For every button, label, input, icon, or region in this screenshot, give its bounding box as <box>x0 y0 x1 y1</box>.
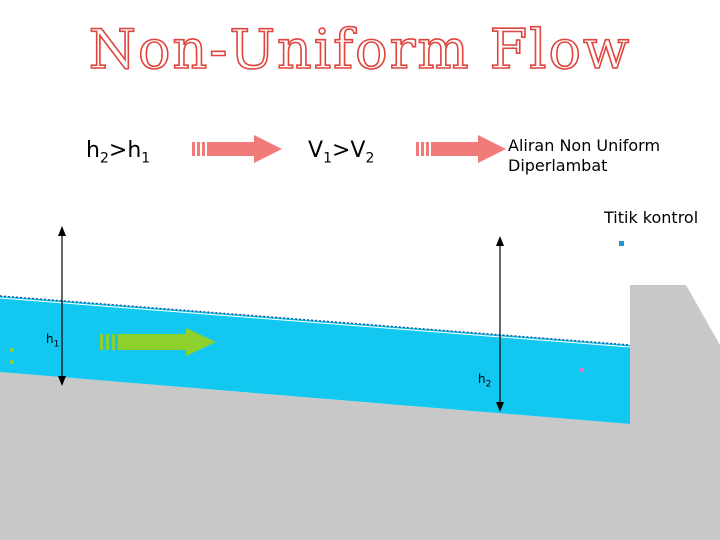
depth-comparison-right: h <box>127 138 142 163</box>
depth-comparison-operator: > <box>108 138 128 163</box>
depth-label-2-sub: 2 <box>485 379 492 390</box>
velocity-comparison-right: V <box>350 138 366 163</box>
flow-type-line-1: Aliran Non Uniform <box>508 136 661 155</box>
dot <box>10 348 14 352</box>
velocity-comparison: V1>V2 <box>308 138 374 166</box>
depth-marker-2-bottom-arrow <box>496 402 504 412</box>
arrow-right-icon <box>192 135 282 163</box>
control-structure <box>630 285 720 540</box>
velocity-comparison-operator: > <box>331 138 351 163</box>
page-title: Non-Uniform Flow <box>88 17 632 82</box>
depth-marker-1-bottom-arrow <box>58 376 66 386</box>
velocity-comparison-left-sub: 1 <box>323 150 332 167</box>
depth-comparison: h2>h1 <box>86 138 150 166</box>
dot <box>580 368 584 372</box>
flow-type-result: Aliran Non Uniform Diperlambat <box>508 136 660 176</box>
water-body <box>0 296 630 424</box>
depth-label-1-base: h <box>46 332 54 346</box>
depth-label-2: h2 <box>478 372 491 389</box>
flow-direction-arrow-icon <box>100 328 216 356</box>
flow-type-line-2: Diperlambat <box>508 156 608 175</box>
channel-bed <box>0 372 630 540</box>
velocity-comparison-right-sub: 2 <box>365 150 375 167</box>
depth-marker-2-top-arrow <box>496 236 504 246</box>
water-surface-line <box>0 295 631 346</box>
arrow-right-icon <box>416 135 506 163</box>
depth-comparison-right-sub: 1 <box>141 150 151 167</box>
velocity-comparison-left: V <box>308 138 324 163</box>
dot <box>10 360 14 364</box>
control-point-marker <box>619 241 624 246</box>
depth-comparison-left-sub: 2 <box>99 150 109 167</box>
water-surface-highlight <box>0 297 631 348</box>
depth-label-2-base: h <box>478 372 486 386</box>
depth-label-1: h1 <box>46 332 59 349</box>
depth-comparison-left: h <box>86 138 100 163</box>
control-point-label: Titik kontrol <box>604 208 699 227</box>
depth-label-1-sub: 1 <box>53 339 60 350</box>
depth-marker-1-top-arrow <box>58 226 66 236</box>
